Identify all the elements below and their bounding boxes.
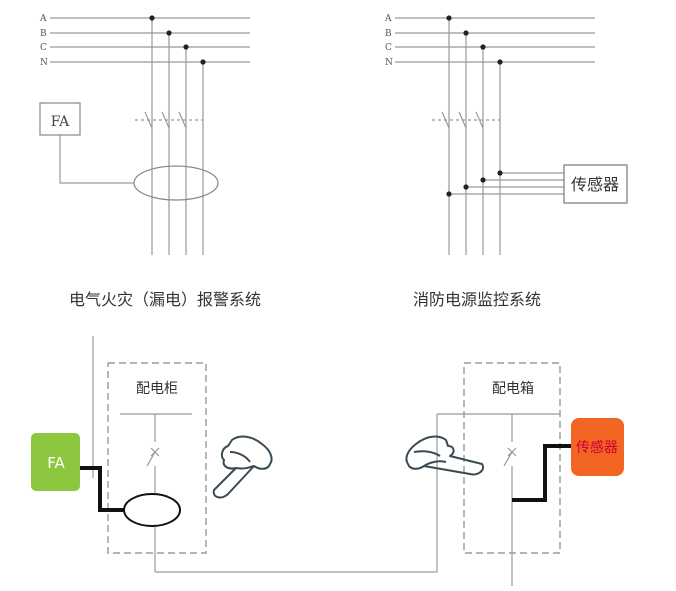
phase-label-a: A: [39, 14, 47, 24]
distribution-cabinet-outline: [107, 362, 207, 554]
junction-dot: [183, 44, 189, 50]
top-left-fa-label: FA: [51, 114, 70, 130]
top-right-sensor-label: 传感器: [571, 175, 619, 194]
top-left-diagram: [39, 17, 250, 255]
breaker-blade: [146, 451, 156, 467]
fa-module-label: FA: [47, 454, 65, 472]
cabinet-breaker: [146, 414, 160, 572]
junction-dot: [497, 170, 503, 176]
junction-dot: [166, 30, 172, 36]
current-transformer-ring: [133, 165, 219, 201]
fa-module: [31, 433, 80, 491]
pointing-hand-left-icon: [212, 435, 273, 499]
leakage-ring: [123, 493, 181, 527]
junction-dot: [446, 15, 452, 21]
top-right-diagram: [395, 17, 628, 255]
phase-label-b: B: [40, 29, 47, 39]
junction-dot: [480, 44, 486, 50]
sensor-module: [571, 418, 624, 476]
breaker-blade-3: [178, 111, 187, 129]
box-label: 配电箱: [492, 381, 534, 397]
top-right-caption: 消防电源监控系统: [413, 290, 541, 309]
sensor-box: [563, 164, 628, 204]
sensor-signal-wire: [512, 444, 572, 502]
junction-dot: [463, 184, 469, 190]
box-breaker: [503, 414, 517, 586]
top-right-phase-labels: A B C N: [384, 14, 393, 68]
sensor-module-label: 传感器: [576, 439, 618, 456]
top-left-phase-labels: A B C N: [39, 14, 48, 68]
phase-label-n: N: [40, 58, 48, 68]
phase-label-c: C: [385, 43, 392, 53]
pointing-hand-right-icon: [405, 435, 484, 476]
junction-dot: [446, 191, 452, 197]
fa-signal-wire: [80, 466, 124, 512]
phase-label-b: B: [385, 29, 392, 39]
cabinet-label: 配电柜: [136, 381, 178, 397]
phase-label-a: A: [384, 14, 392, 24]
breaker-blade-3: [475, 111, 484, 129]
fa-wire: [59, 135, 134, 184]
junction-dot: [497, 59, 503, 65]
junction-dot: [463, 30, 469, 36]
return-line: [155, 450, 438, 573]
breaker-blade: [503, 451, 513, 467]
top-left-junctions: [149, 15, 206, 65]
phase-label-c: C: [40, 43, 47, 53]
phase-label-n: N: [385, 58, 393, 68]
junction-dot: [149, 15, 155, 21]
top-left-caption: 电气火灾（漏电）报警系统: [69, 290, 261, 309]
junction-dot: [480, 177, 486, 183]
top-right-junctions: [446, 15, 503, 197]
junction-dot: [200, 59, 206, 65]
